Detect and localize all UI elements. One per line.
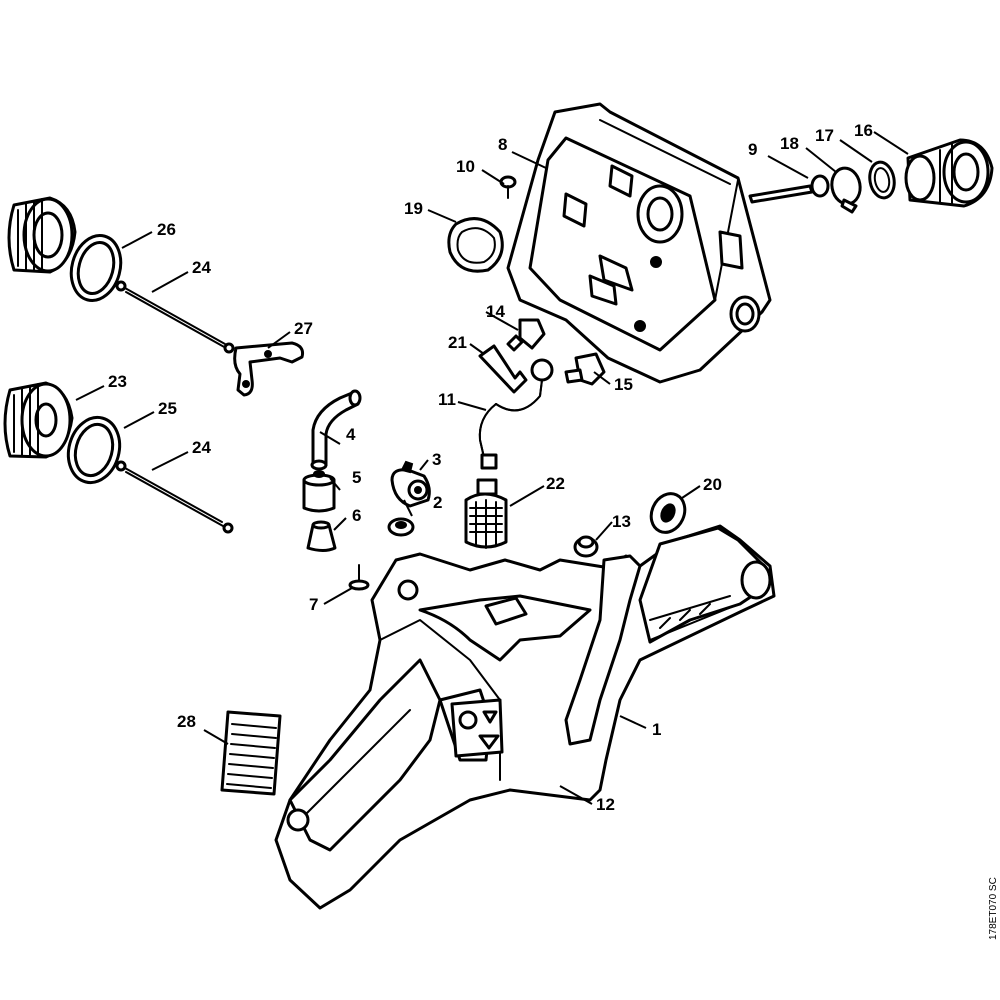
elbow-15 [564, 352, 606, 386]
seal-ring-25 [66, 415, 122, 485]
fuel-pickup-5 [302, 470, 336, 513]
callout-17: 17 [815, 126, 834, 145]
callout-15: 15 [614, 375, 633, 394]
elbow-14 [506, 318, 546, 352]
callout-22: 22 [546, 474, 565, 493]
screw-10 [499, 175, 517, 199]
handle-housing-1 [274, 524, 776, 910]
fuel-hose-11 [478, 358, 554, 470]
grommet-2 [387, 517, 415, 537]
drawing-code: 178ET070 SC [988, 877, 999, 940]
callout-27: 27 [294, 319, 313, 338]
callout-2: 2 [433, 493, 442, 512]
callout-5: 5 [352, 468, 361, 487]
bracket-27 [233, 341, 304, 397]
callout-8: 8 [498, 135, 507, 154]
rubber-insert-6 [306, 520, 337, 552]
strap-24-lower [115, 460, 234, 534]
filler-cap-26 [7, 196, 77, 274]
intake-manifold-16 [904, 138, 994, 208]
callout-13: 13 [612, 512, 631, 531]
gasket-19 [447, 217, 504, 273]
fuel-filter-22 [464, 478, 508, 549]
callout-28: 28 [177, 712, 196, 731]
callout-24-upper: 24 [192, 258, 211, 277]
callout-6: 6 [352, 506, 361, 525]
callout-24-lower: 24 [192, 438, 211, 457]
seal-ring-26 [69, 234, 123, 302]
callout-numbers: 26 24 27 23 25 24 4 5 6 3 2 7 8 10 19 14… [108, 121, 873, 814]
vent-valve-3 [390, 460, 431, 508]
hose-clamp-18 [830, 166, 862, 214]
callout-25: 25 [158, 399, 177, 418]
stud-9 [748, 174, 830, 204]
callout-12: 12 [596, 795, 615, 814]
plug-13 [573, 535, 599, 558]
filler-cap-23 [3, 381, 74, 459]
callout-21: 21 [448, 333, 467, 352]
callout-23: 23 [108, 372, 127, 391]
callout-3: 3 [432, 450, 441, 469]
callout-1: 1 [652, 720, 661, 739]
warning-label-28 [220, 710, 282, 796]
callout-18: 18 [780, 134, 799, 153]
leader-lines [75, 131, 909, 805]
callout-11: 11 [438, 390, 456, 409]
callout-19: 19 [404, 199, 423, 218]
callout-9: 9 [748, 140, 757, 159]
callout-16: 16 [854, 121, 873, 140]
ring-17 [868, 160, 896, 200]
callout-14: 14 [486, 302, 505, 321]
strap-24-upper [115, 280, 235, 354]
screw-7 [348, 564, 370, 591]
shroud-8 [506, 102, 772, 384]
buffer-20 [649, 492, 687, 534]
callout-4: 4 [346, 425, 356, 444]
callout-20: 20 [703, 475, 722, 494]
oil-hose-21 [478, 344, 528, 394]
callout-10: 10 [456, 157, 475, 176]
callout-26: 26 [157, 220, 176, 239]
fuel-hose-4 [310, 389, 362, 471]
callout-7: 7 [309, 595, 318, 614]
